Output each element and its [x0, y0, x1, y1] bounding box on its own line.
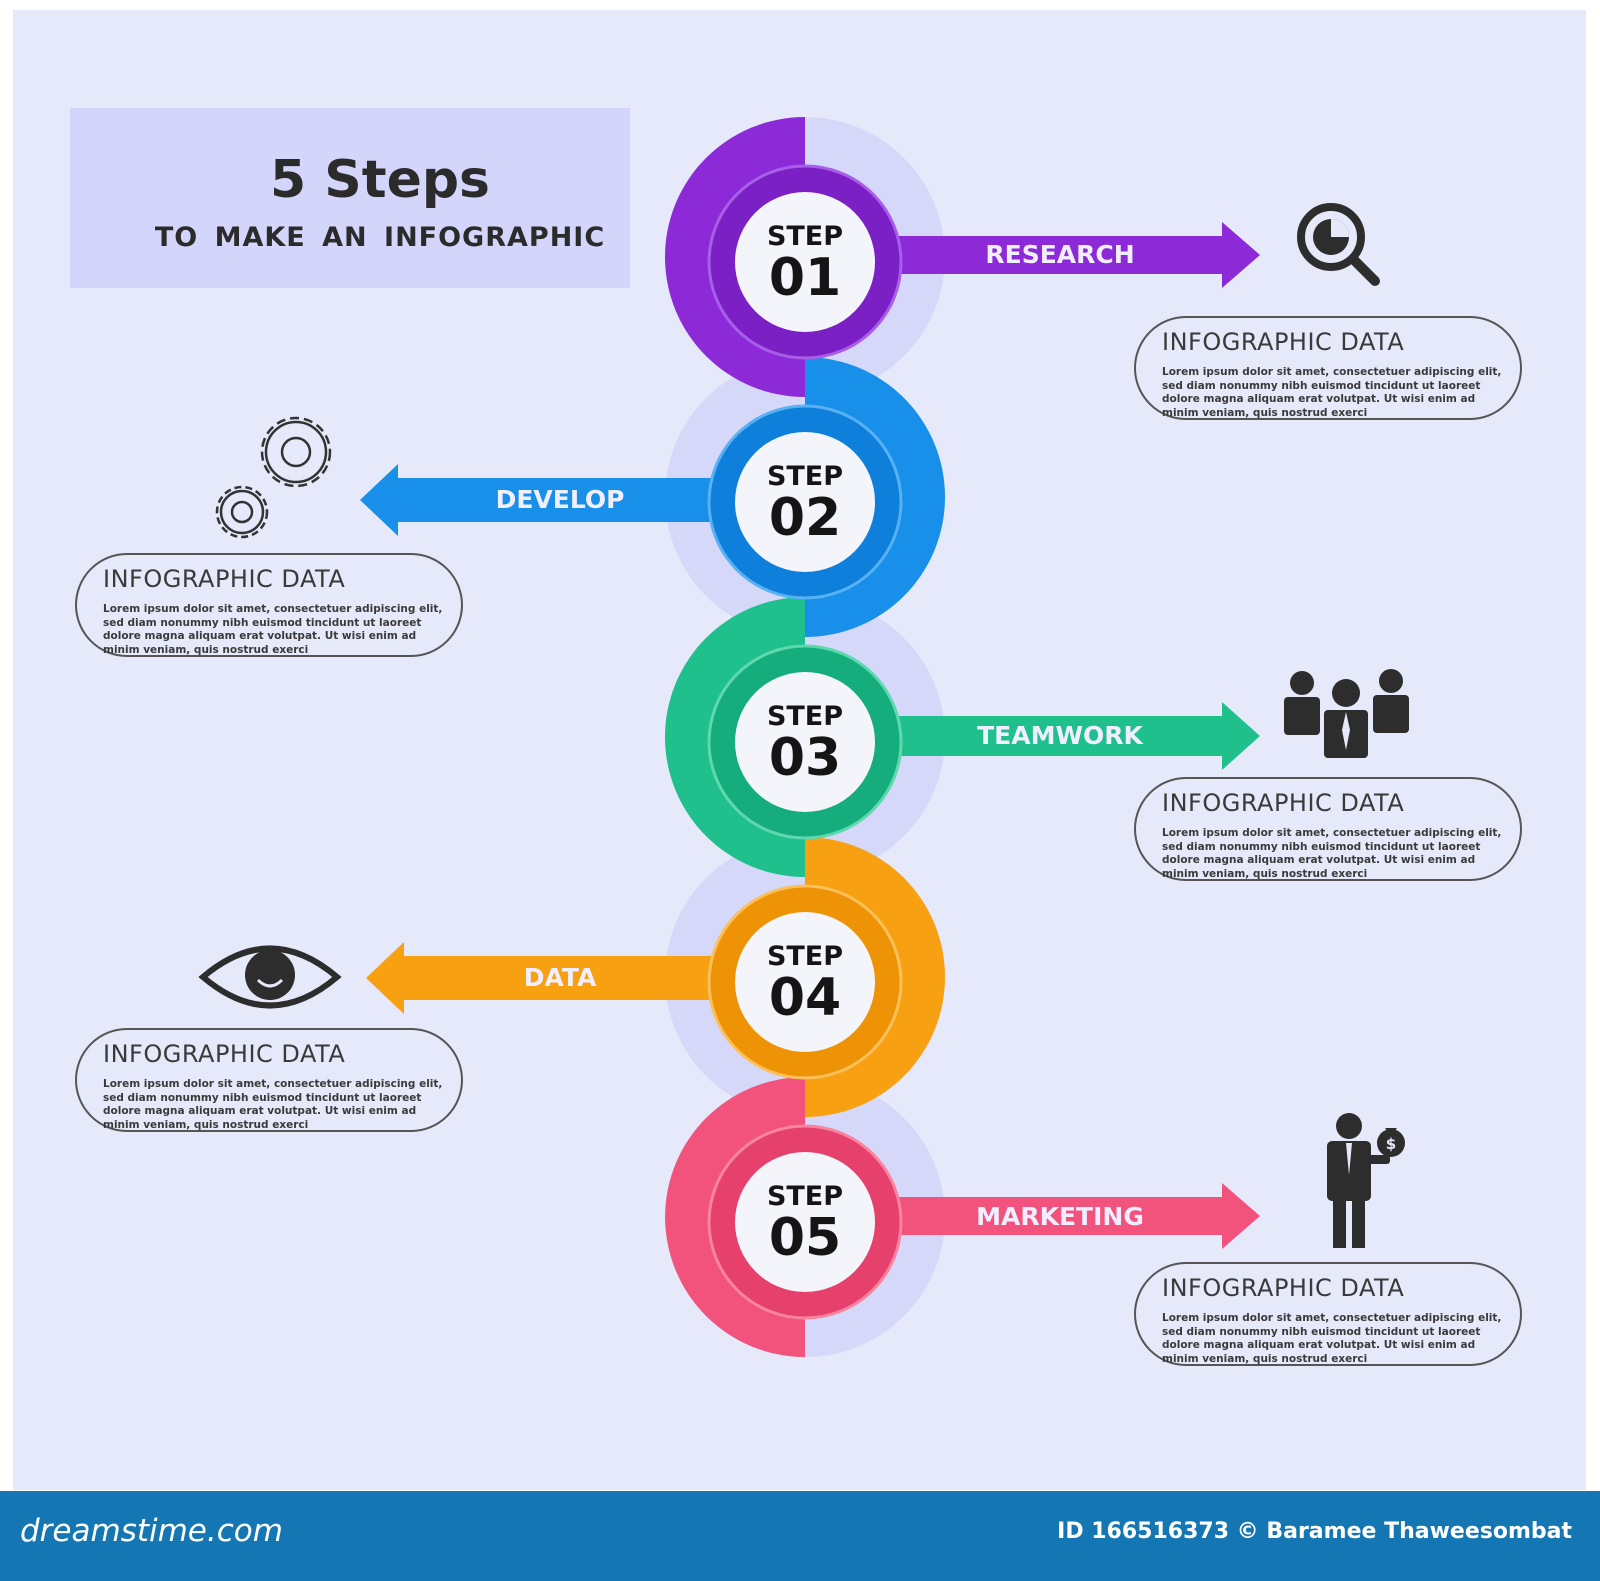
team-icon	[1284, 669, 1409, 758]
info-box-3-title: INFOGRAPHIC DATA	[1162, 789, 1405, 817]
page-subtitle: TO MAKE AN INFOGRAPHIC	[154, 222, 606, 253]
info-box-2: INFOGRAPHIC DATA Lorem ipsum dolor sit a…	[75, 553, 463, 657]
step-1-number: 01	[768, 248, 842, 308]
svg-text:$: $	[1386, 1135, 1396, 1153]
info-box-1-text: Lorem ipsum dolor sit amet, consectetuer…	[1162, 366, 1502, 419]
eye-icon	[198, 945, 342, 1009]
step-3-number: 03	[768, 728, 842, 788]
step-3-label: STEP 03	[740, 701, 870, 788]
footer-brand: dreamstime.com	[20, 1513, 283, 1549]
footer-bar: dreamstime.com ID 166516373 © Baramee Th…	[0, 1491, 1600, 1581]
info-box-3-text: Lorem ipsum dolor sit amet, consectetuer…	[1162, 827, 1502, 880]
step-1-word: STEP	[766, 221, 844, 252]
step-2-number: 02	[768, 488, 842, 548]
arrows	[360, 222, 1260, 1249]
step-5-word: STEP	[766, 1181, 844, 1212]
arrow-label-data: DATA	[523, 963, 597, 992]
step-3-word: STEP	[766, 701, 844, 732]
arrow-research	[880, 222, 1260, 288]
info-box-5-text: Lorem ipsum dolor sit amet, consectetuer…	[1162, 1312, 1502, 1365]
center-step-2	[735, 432, 875, 572]
step-4-number: 04	[768, 968, 842, 1028]
step-2-label: STEP 02	[740, 461, 870, 548]
step-1-label: STEP 01	[740, 221, 870, 308]
page-title: 5 Steps	[269, 150, 491, 210]
arrow-data	[366, 942, 730, 1014]
step-centers	[735, 192, 875, 1292]
gears-icon	[215, 416, 332, 539]
center-step-3	[735, 672, 875, 812]
step-2-word: STEP	[766, 461, 844, 492]
info-box-4-title: INFOGRAPHIC DATA	[103, 1040, 346, 1068]
arrow-marketing	[880, 1183, 1260, 1249]
arrow-label-teamwork: TEAMWORK	[977, 721, 1143, 750]
info-box-4: INFOGRAPHIC DATA Lorem ipsum dolor sit a…	[75, 1028, 463, 1132]
info-box-4-text: Lorem ipsum dolor sit amet, consectetuer…	[103, 1078, 443, 1131]
info-box-1-title: INFOGRAPHIC DATA	[1162, 328, 1405, 356]
info-box-3: INFOGRAPHIC DATA Lorem ipsum dolor sit a…	[1134, 777, 1522, 881]
info-box-2-title: INFOGRAPHIC DATA	[103, 565, 346, 593]
arrow-label-marketing: MARKETING	[976, 1202, 1144, 1231]
step-5-label: STEP 05	[740, 1181, 870, 1268]
step-4-label: STEP 04	[740, 941, 870, 1028]
info-box-5-title: INFOGRAPHIC DATA	[1162, 1274, 1405, 1302]
step-5-number: 05	[768, 1208, 842, 1268]
arrow-label-research: RESEARCH	[985, 240, 1135, 269]
center-step-4	[735, 912, 875, 1052]
info-box-1: INFOGRAPHIC DATA Lorem ipsum dolor sit a…	[1134, 316, 1522, 420]
arrow-label-develop: DEVELOP	[495, 485, 625, 514]
footer-credit: ID 166516373 © Baramee Thaweesombat	[1057, 1519, 1572, 1544]
magnifier-chart-icon	[1297, 203, 1380, 286]
step-4-word: STEP	[766, 941, 844, 972]
arrow-develop	[360, 464, 730, 536]
center-step-1	[735, 192, 875, 332]
businessman-money-icon: $	[1327, 1113, 1405, 1248]
center-step-5	[735, 1152, 875, 1292]
info-box-5: INFOGRAPHIC DATA Lorem ipsum dolor sit a…	[1134, 1262, 1522, 1366]
info-box-2-text: Lorem ipsum dolor sit amet, consectetuer…	[103, 603, 443, 656]
arrow-teamwork	[880, 702, 1260, 770]
title-panel	[70, 108, 630, 288]
